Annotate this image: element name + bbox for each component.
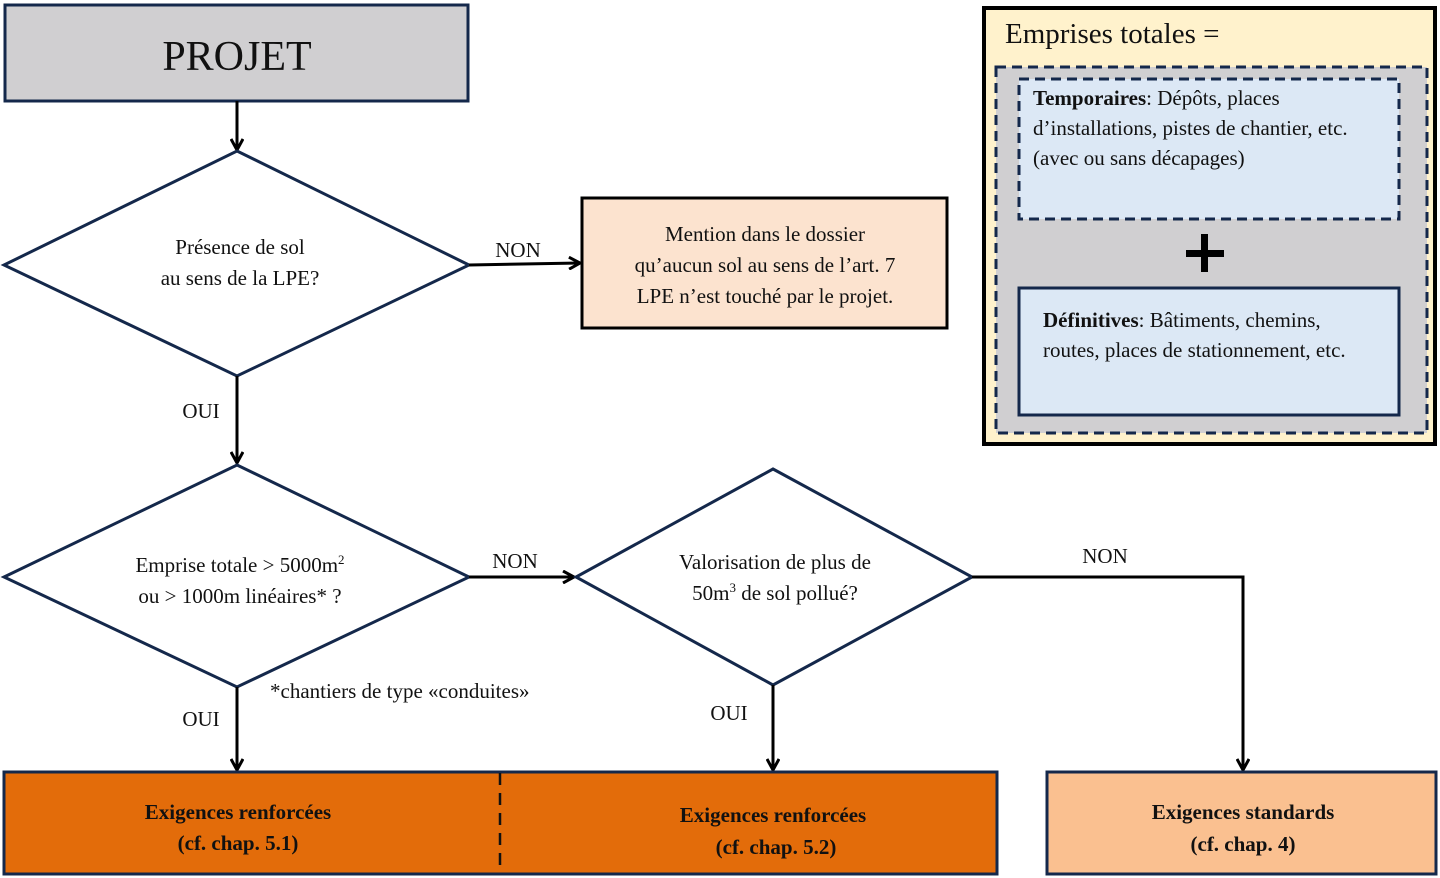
decision1-line2: au sens de la LPE? [161,266,320,290]
projet-label: PROJET [162,34,311,80]
outcome2-ref: (cf. chap. 5.2) [716,835,837,859]
outcome-standards-box [1045,770,1438,876]
projet-box [3,3,470,103]
mention-line2: qu’aucun sol au sens de l’art. 7 [635,253,896,277]
legend-temporaires-box [1017,77,1401,221]
decision1-diamond [0,149,473,378]
outcome1-title: Exigences renforcées [145,800,331,824]
legend-definitives-text: Définitives: Bâtiments, chemins, routes,… [1043,305,1363,365]
legend-title: Emprises totales = [1005,18,1219,50]
decision2-yes-label: OUI [182,707,219,731]
decision3-diamond [572,467,976,687]
mention-box [580,196,949,330]
decision3-line2: 50m3 de sol pollué? [692,580,858,605]
legend-temporaires-text: Temporaires: Dépôts, places d’installati… [1033,83,1363,173]
decision2-line2: ou > 1000m linéaires* ? [138,584,341,608]
temporaires-desc: : Dépôts, places d’installations, pistes… [1033,86,1348,170]
outcome3-ref: (cf. chap. 4) [1191,832,1296,856]
decision2-no-label: NON [492,549,538,573]
decision3-line1: Valorisation de plus de [679,550,871,574]
decision1-yes-label: OUI [182,399,219,423]
decision1-line1: Présence de sol [175,235,305,259]
arrow-decision3-no [972,575,1243,770]
decision1-no-label: NON [495,238,541,262]
plus-icon [1186,234,1224,272]
temporaires-term: Temporaires [1033,86,1147,110]
outcome2-title: Exigences renforcées [680,803,866,827]
definitives-term: Définitives [1043,308,1139,332]
decision3-yes-label: OUI [710,701,747,725]
outcome1-ref: (cf. chap. 5.1) [178,831,299,855]
mention-line3: LPE n’est touché par le projet. [637,284,894,308]
outcome3-title: Exigences standards [1152,800,1335,824]
legend-definitives-box [1017,286,1401,417]
decision2-line1: Emprise totale > 5000m2 [135,552,344,577]
decision3-no-label: NON [1082,544,1128,568]
definitives-desc: : Bâtiments, chemins, routes, places de … [1043,308,1346,362]
decision2-footnote: *chantiers de type «conduites» [270,679,530,703]
arrow-decision1-no [468,263,580,265]
mention-line1: Mention dans le dossier [665,222,865,246]
